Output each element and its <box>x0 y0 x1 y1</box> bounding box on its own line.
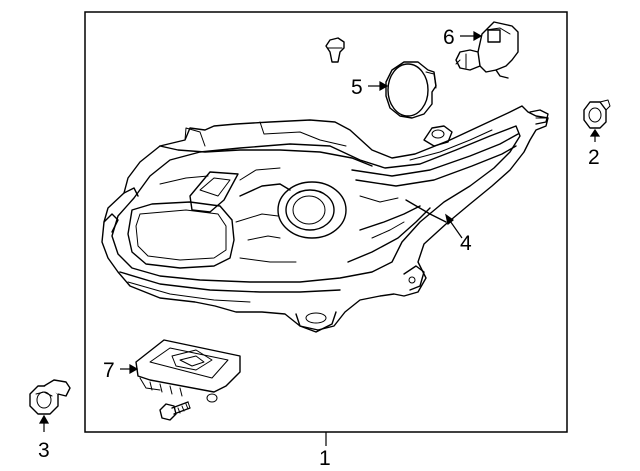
callout-3: 3 <box>38 439 50 462</box>
callout-5: 5 <box>351 76 363 99</box>
mounting-bolt-3 <box>29 379 71 415</box>
callout-6: 6 <box>443 26 455 49</box>
callout-2: 2 <box>588 146 600 169</box>
control-module <box>135 339 241 403</box>
callout-7: 7 <box>103 359 115 382</box>
bulb-socket <box>455 21 519 79</box>
dust-cap <box>385 61 437 119</box>
callout-4: 4 <box>460 232 472 255</box>
module-screw <box>159 401 191 421</box>
plug-clip <box>325 37 345 63</box>
leader-lines <box>38 30 601 446</box>
headlamp-housing <box>101 105 549 333</box>
mounting-bolt-2 <box>583 99 611 129</box>
callout-1: 1 <box>319 447 331 470</box>
